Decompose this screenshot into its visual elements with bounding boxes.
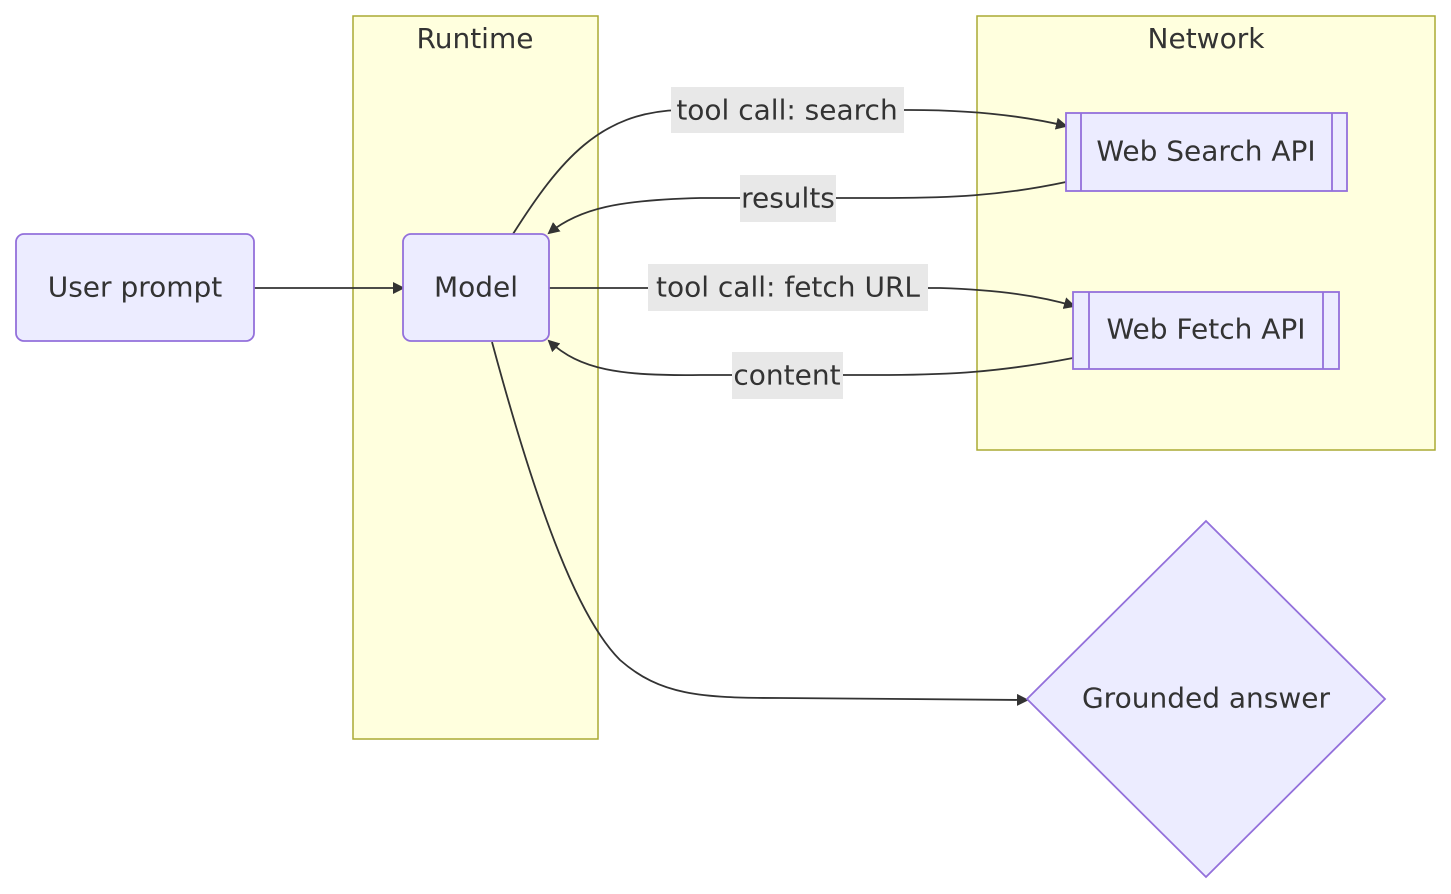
runtime-cluster-title: Runtime [417,22,534,55]
svg-text:Web Search API: Web Search API [1096,135,1315,168]
user-prompt-node: User prompt [15,233,255,342]
edge-model-to-answer [491,341,1029,706]
edge-web-search-to-model [547,181,1067,235]
edge-label-search-call: tool call: search [671,87,904,133]
svg-text:Grounded answer: Grounded answer [1082,682,1331,715]
svg-text:results: results [741,182,835,215]
model-node: Model [402,233,550,342]
runtime-cluster: Runtime [352,15,599,740]
edge-web-fetch-to-model [547,339,1074,376]
svg-text:Model: Model [434,271,518,304]
web-fetch-api-node: Web Fetch API [1072,291,1340,370]
svg-text:User prompt: User prompt [48,271,223,304]
svg-text:Web Fetch API: Web Fetch API [1106,313,1305,346]
svg-text:content: content [733,359,840,392]
network-cluster-title: Network [1148,22,1266,55]
edge-label-results: results [740,175,836,222]
svg-text:tool call: fetch URL: tool call: fetch URL [656,271,920,304]
edge-model-to-web-fetch [549,287,1076,309]
network-cluster: Network [976,15,1436,451]
grounded-answer-node: Grounded answer [1025,519,1387,879]
edge-label-fetch-call: tool call: fetch URL [648,264,928,311]
web-search-api-node: Web Search API [1065,112,1348,192]
svg-text:tool call: search: tool call: search [676,94,897,127]
edge-label-content: content [732,352,843,399]
